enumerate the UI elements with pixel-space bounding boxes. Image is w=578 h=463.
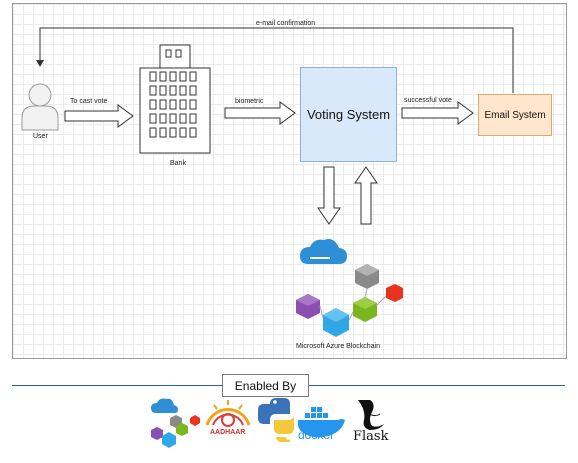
user-label: User <box>33 133 48 140</box>
voting-system-label: Voting System <box>306 107 391 122</box>
email-system-label: Email System <box>484 109 546 121</box>
arrow-user-to-bank <box>64 104 134 128</box>
python-logo-icon <box>258 398 294 442</box>
email-system-node: Email System <box>478 94 552 136</box>
arrow-voting-to-email <box>401 101 474 125</box>
aadhaar-logo-text: AADHAAR <box>210 429 246 436</box>
to-cast-vote-label: To cast vote <box>70 98 108 105</box>
blockchain-label: Microsoft Azure Blockchain <box>296 343 381 350</box>
biometric-label: biometric <box>235 98 264 105</box>
arrow-blockchain-to-voting <box>354 166 378 225</box>
bank-icon <box>139 44 211 154</box>
email-confirmation-line <box>39 27 514 93</box>
arrow-bank-to-voting <box>224 101 296 125</box>
flask-logo-icon <box>358 400 384 430</box>
enabled-by-box: Enabled By <box>222 374 309 397</box>
blockchain-cubes-icon <box>296 264 403 337</box>
footer-divider-right <box>307 385 565 386</box>
flask-logo-text: Flask <box>353 429 389 444</box>
email-confirmation-arrowhead <box>36 60 44 67</box>
docker-logo-icon <box>297 407 345 438</box>
docker-logo-text: docker <box>298 428 335 442</box>
successful-vote-label: successful vote <box>404 97 452 104</box>
user-icon <box>21 83 59 131</box>
azure-cloud-icon <box>300 239 347 264</box>
aadhaar-logo-icon <box>205 400 251 427</box>
arrow-voting-to-blockchain <box>317 166 341 225</box>
diagram-canvas <box>12 3 567 359</box>
azure-logo-icon <box>151 398 200 448</box>
enabled-by-label: Enabled By <box>234 378 297 393</box>
email-confirmation-label: e-mail confirmation <box>256 20 316 27</box>
bank-label: Bank <box>170 160 186 167</box>
voting-system-node: Voting System <box>300 67 397 162</box>
footer-divider-left <box>12 385 222 386</box>
